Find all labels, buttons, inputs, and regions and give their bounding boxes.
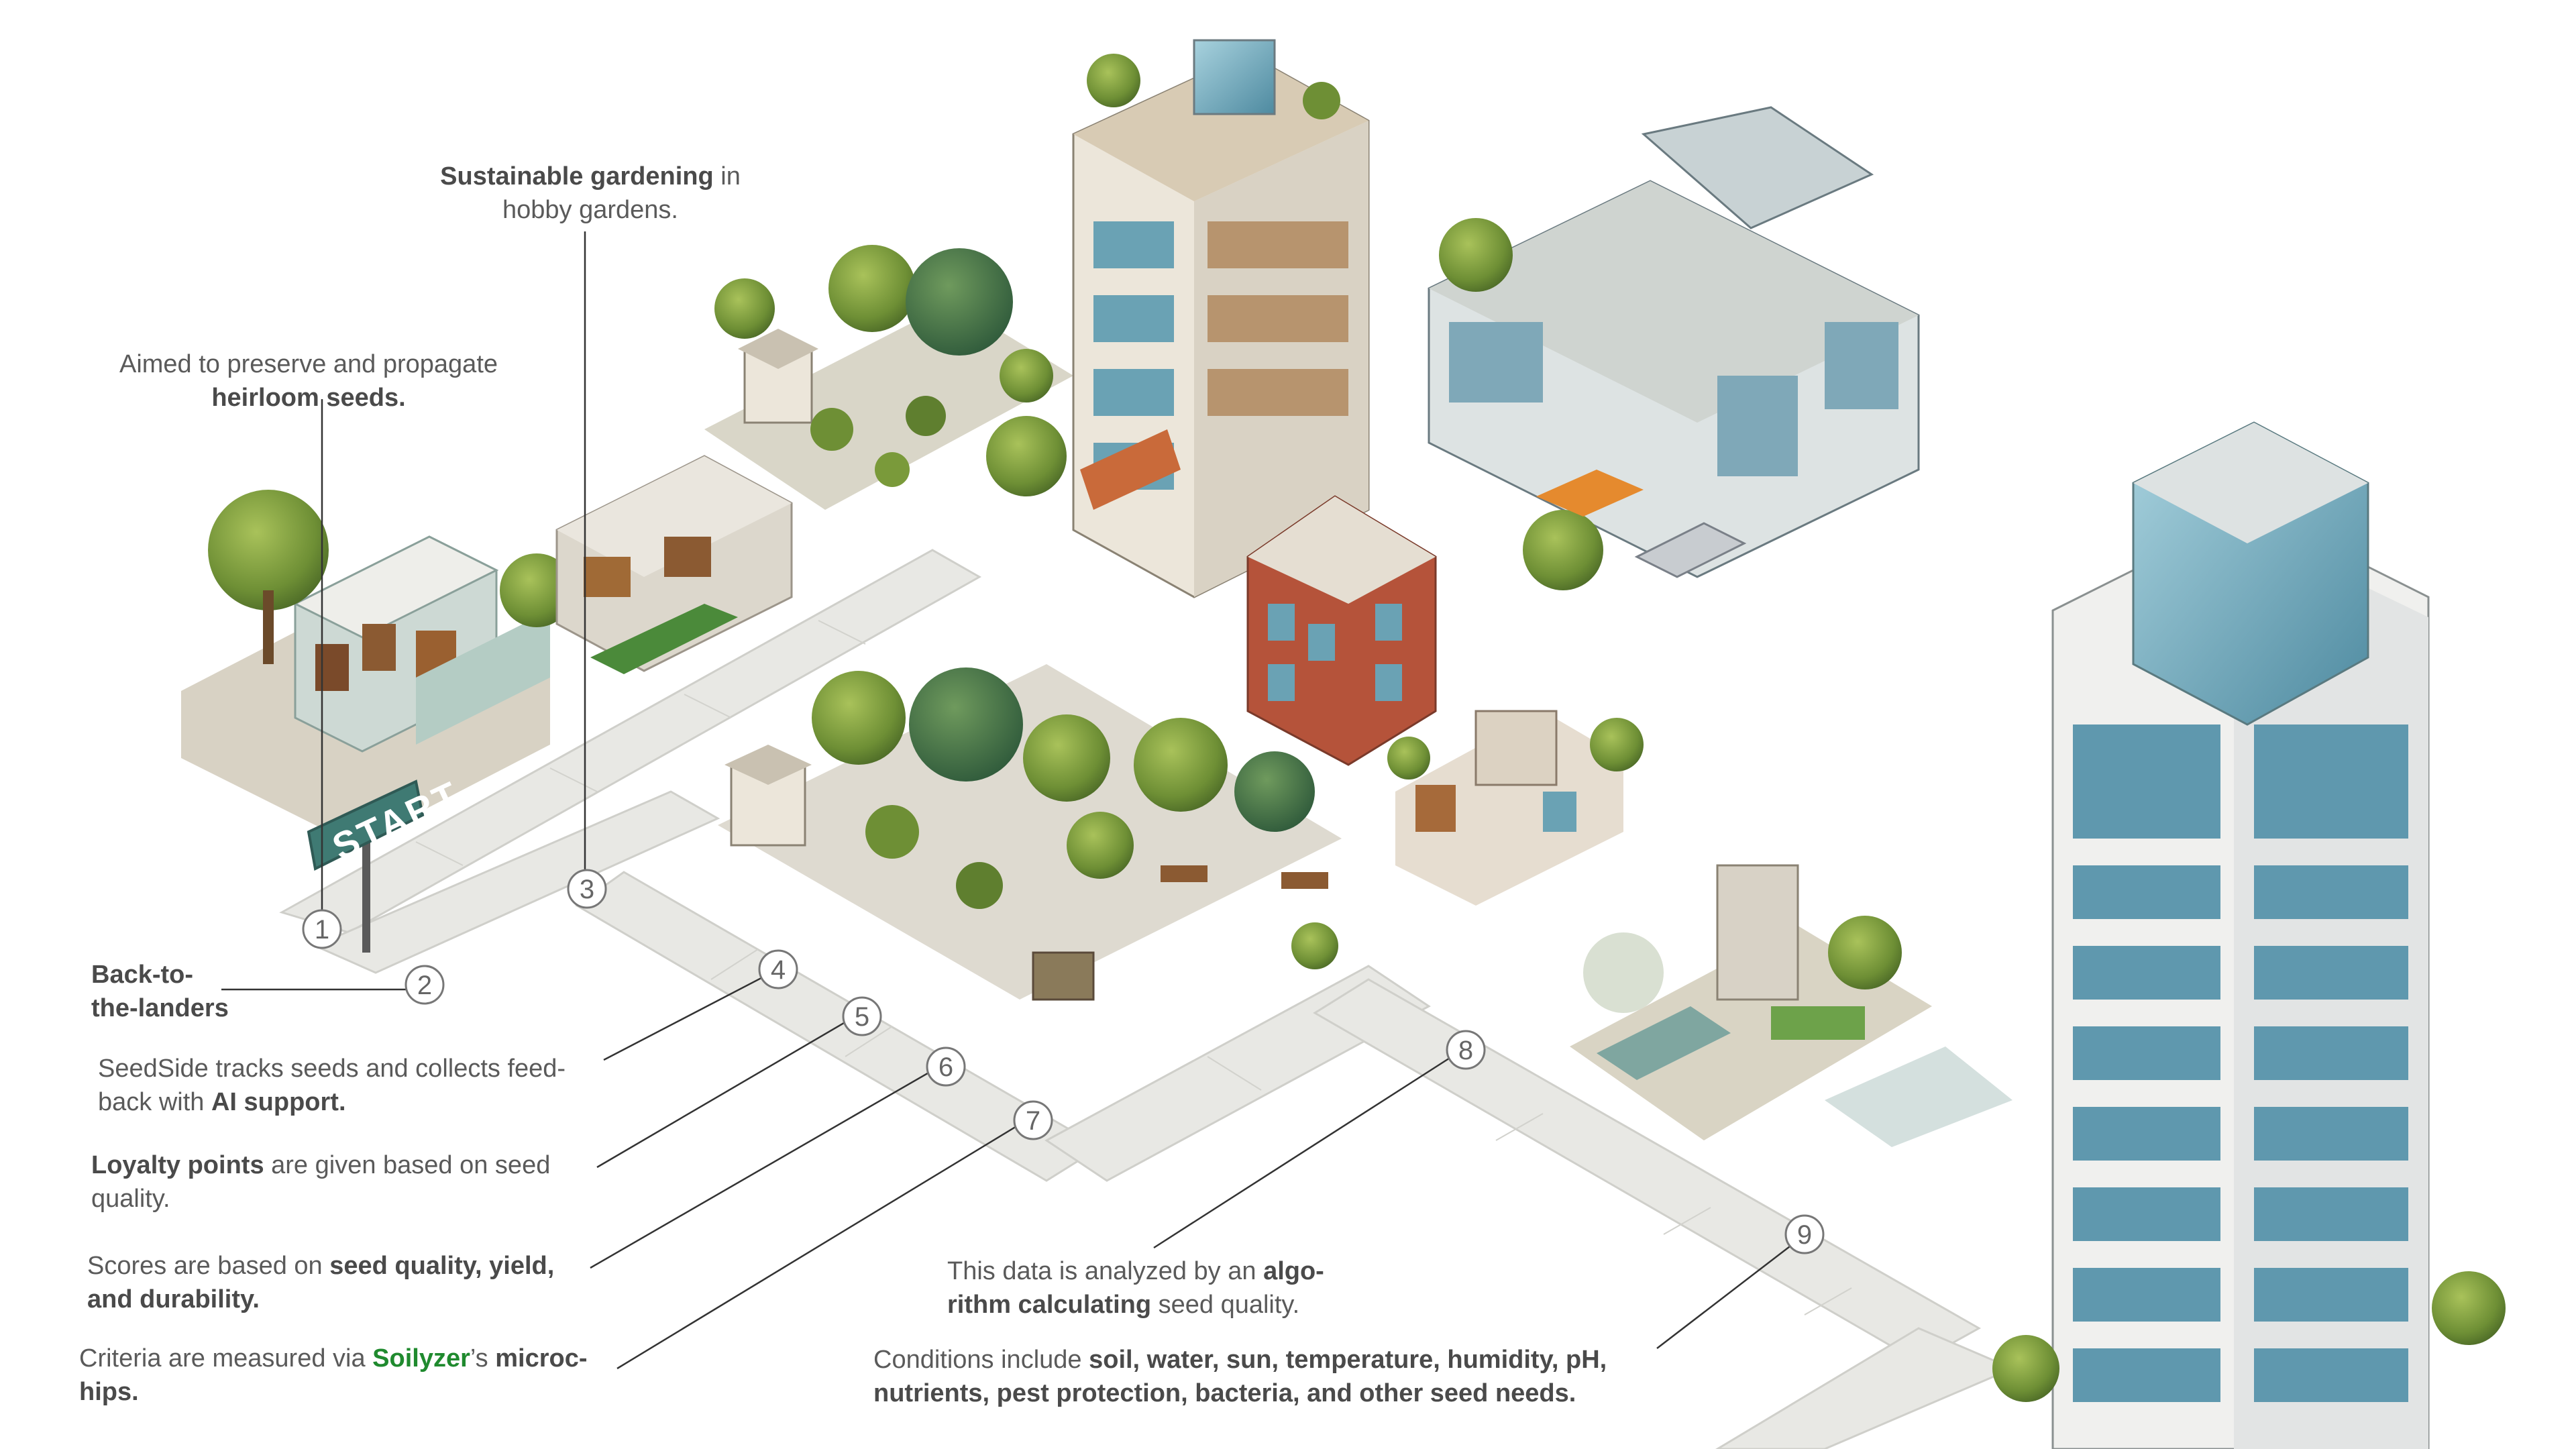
step-marker: 5: [842, 996, 882, 1036]
rooftop-garden-building: [986, 39, 1370, 598]
pond-garden: [1570, 864, 2012, 1147]
svg-text:4: 4: [771, 955, 786, 985]
step-marker: 7: [1013, 1100, 1053, 1140]
step-markers: 1 2 3 4 5 6 7 8 9: [302, 869, 1825, 1254]
annotation-bold: Sustainable gardening: [440, 162, 714, 191]
svg-text:5: 5: [855, 1002, 869, 1032]
lower-community-garden: [718, 664, 1342, 1001]
step-marker: 3: [567, 869, 607, 909]
annotation-sustainable-gardening: Sustainable gardening in hobby gardens.: [440, 162, 741, 224]
svg-text:2: 2: [417, 971, 432, 1000]
annotation-scores: Scores are based on seed quality, yield,…: [87, 1252, 555, 1313]
step-marker: 9: [1784, 1214, 1825, 1254]
soilyzer-brand: Soilyzer: [372, 1344, 470, 1373]
annotation-loyalty-points: Loyalty points are given based on seed q…: [91, 1151, 551, 1213]
annotation-heirloom-seeds: Aimed to preserve and propagate heirloom…: [119, 350, 498, 412]
annotation-seedside: SeedSide tracks seeds and collects feed-…: [98, 1055, 566, 1116]
svg-text:1: 1: [315, 915, 329, 945]
leader-lines: [221, 231, 1802, 1370]
svg-text:7: 7: [1026, 1106, 1040, 1136]
upper-community-garden: [704, 245, 1073, 510]
garden-pavilion: [555, 455, 793, 674]
svg-text:3: 3: [580, 875, 594, 904]
step-marker: 8: [1446, 1030, 1486, 1070]
svg-text:8: 8: [1458, 1036, 1473, 1065]
glass-skyscraper: [1992, 421, 2506, 1449]
step-marker: 6: [926, 1046, 966, 1087]
industrial-building: [1428, 106, 1920, 590]
playground: [1387, 710, 1644, 906]
annotation-algorithm: This data is analyzed by an algo- rithm …: [947, 1257, 1324, 1319]
step-marker: 2: [405, 965, 445, 1005]
back-to-landers-house: [181, 490, 574, 845]
step-marker: 1: [302, 909, 342, 949]
annotation-back-to-landers: Back-to- the-landers: [91, 961, 229, 1022]
svg-text:9: 9: [1797, 1220, 1812, 1250]
annotation-conditions: Conditions include soil, water, sun, tem…: [873, 1346, 1607, 1407]
step-marker: 4: [758, 949, 798, 989]
svg-text:6: 6: [938, 1053, 953, 1082]
brick-building: [1246, 495, 1437, 766]
annotation-criteria: Criteria are measured via Soilyzer’s mic…: [79, 1344, 588, 1406]
